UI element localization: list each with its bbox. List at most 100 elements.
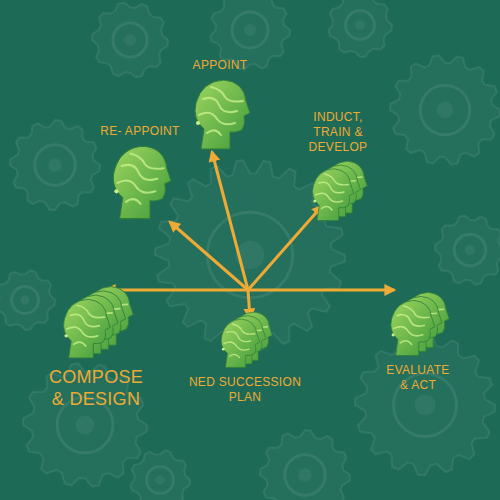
head-node: NED SUCCESSION PLAN [185, 310, 305, 405]
gear-shape [23, 363, 147, 486]
gear-hub [285, 455, 326, 496]
stage-label: INDUCT, TRAIN & DEVELOP [293, 110, 383, 155]
gear-hub [346, 11, 375, 40]
head-stripe [400, 341, 411, 345]
head-icon [189, 77, 251, 151]
head-icon [107, 143, 172, 221]
head-outline [221, 319, 260, 367]
gear-axle [244, 24, 256, 36]
head-profile [221, 319, 260, 367]
gear-axle [298, 468, 312, 482]
gear-teeth [328, 0, 392, 57]
gear-axle [124, 34, 135, 45]
gear-hub [454, 234, 486, 266]
head-stripe [77, 305, 104, 317]
gear-shape [260, 430, 350, 500]
head-stripe [131, 154, 165, 169]
head-stripe [319, 182, 345, 193]
head-node: EVALUATE & ACT [382, 290, 454, 393]
circuit-dot [313, 200, 316, 203]
gear-hub [420, 85, 470, 135]
gear-axle [48, 158, 62, 172]
head-profile [63, 299, 110, 358]
head-icon [58, 284, 134, 360]
arrow [106, 289, 248, 292]
arrow [248, 289, 394, 292]
head-profile [313, 169, 354, 221]
arrow [248, 206, 322, 290]
circuit-dot [196, 121, 200, 125]
head-node: APPOINT [175, 58, 265, 151]
gear-axle [156, 476, 165, 485]
gear-axle [465, 245, 476, 256]
gear-teeth [23, 363, 147, 486]
head-profile [391, 300, 435, 355]
circuit-dot [115, 189, 119, 193]
gear-teeth [390, 55, 500, 164]
stage-label: EVALUATE & ACT [382, 363, 454, 393]
head-stripe [70, 314, 99, 326]
gear-teeth [92, 2, 168, 77]
gear-hub [12, 287, 39, 314]
head-stripe [199, 113, 235, 125]
circuit-dot [392, 333, 395, 336]
head-stripe [397, 315, 424, 326]
arrow [212, 152, 248, 290]
head-outline [195, 80, 250, 149]
head-stripe [67, 327, 98, 337]
stage-label: COMPOSE & DESIGN [49, 366, 144, 411]
head-stripe [73, 342, 85, 346]
head-outline [391, 300, 435, 355]
gear-teeth [0, 270, 55, 330]
gear-axle [76, 416, 95, 435]
gear-shape [10, 120, 100, 210]
gear-hub [147, 467, 174, 494]
gear-hub [35, 145, 76, 186]
head-stripe [211, 87, 243, 102]
gear-axle [21, 296, 30, 305]
head-profile [195, 80, 250, 149]
gear-axle [437, 102, 454, 119]
gear-teeth [260, 430, 350, 500]
gear-shape [0, 270, 55, 330]
head-icon [217, 310, 273, 369]
head-stripe [118, 181, 156, 193]
head-stripe [126, 199, 141, 204]
head-icon [308, 159, 368, 222]
gear-hub [113, 23, 147, 57]
stage-label: RE- APPOINT [85, 124, 195, 139]
head-stripe [404, 306, 430, 318]
head-profile [114, 146, 172, 218]
circuit-dot [222, 348, 225, 351]
gear-axle [355, 20, 365, 30]
head-stripe [394, 327, 423, 336]
gear-shape [328, 0, 392, 57]
head-stripe [325, 174, 349, 185]
gear-shape [130, 450, 190, 500]
circuit-dot [64, 334, 67, 337]
gear-teeth [10, 120, 100, 210]
head-outline [114, 146, 172, 218]
stage-label: APPOINT [175, 58, 265, 73]
gear-hub [232, 12, 268, 48]
gear-teeth [130, 450, 190, 500]
gear-teeth [435, 215, 500, 284]
head-node: COMPOSE & DESIGN [49, 284, 144, 411]
head-stripe [227, 332, 251, 342]
head-stripe [224, 342, 249, 350]
head-stripe [230, 354, 240, 357]
stage-label: NED SUCCESSION PLAN [185, 375, 305, 405]
head-node: INDUCT, TRAIN & DEVELOP [293, 110, 383, 222]
gear-axle [415, 395, 436, 416]
gear-shape [435, 215, 500, 284]
head-outline [63, 299, 110, 358]
gear-shape [390, 55, 500, 164]
head-stripe [232, 324, 254, 334]
head-stripe [207, 130, 221, 135]
head-node: RE- APPOINT [85, 124, 195, 221]
head-stripe [203, 98, 237, 112]
head-icon [386, 290, 450, 357]
